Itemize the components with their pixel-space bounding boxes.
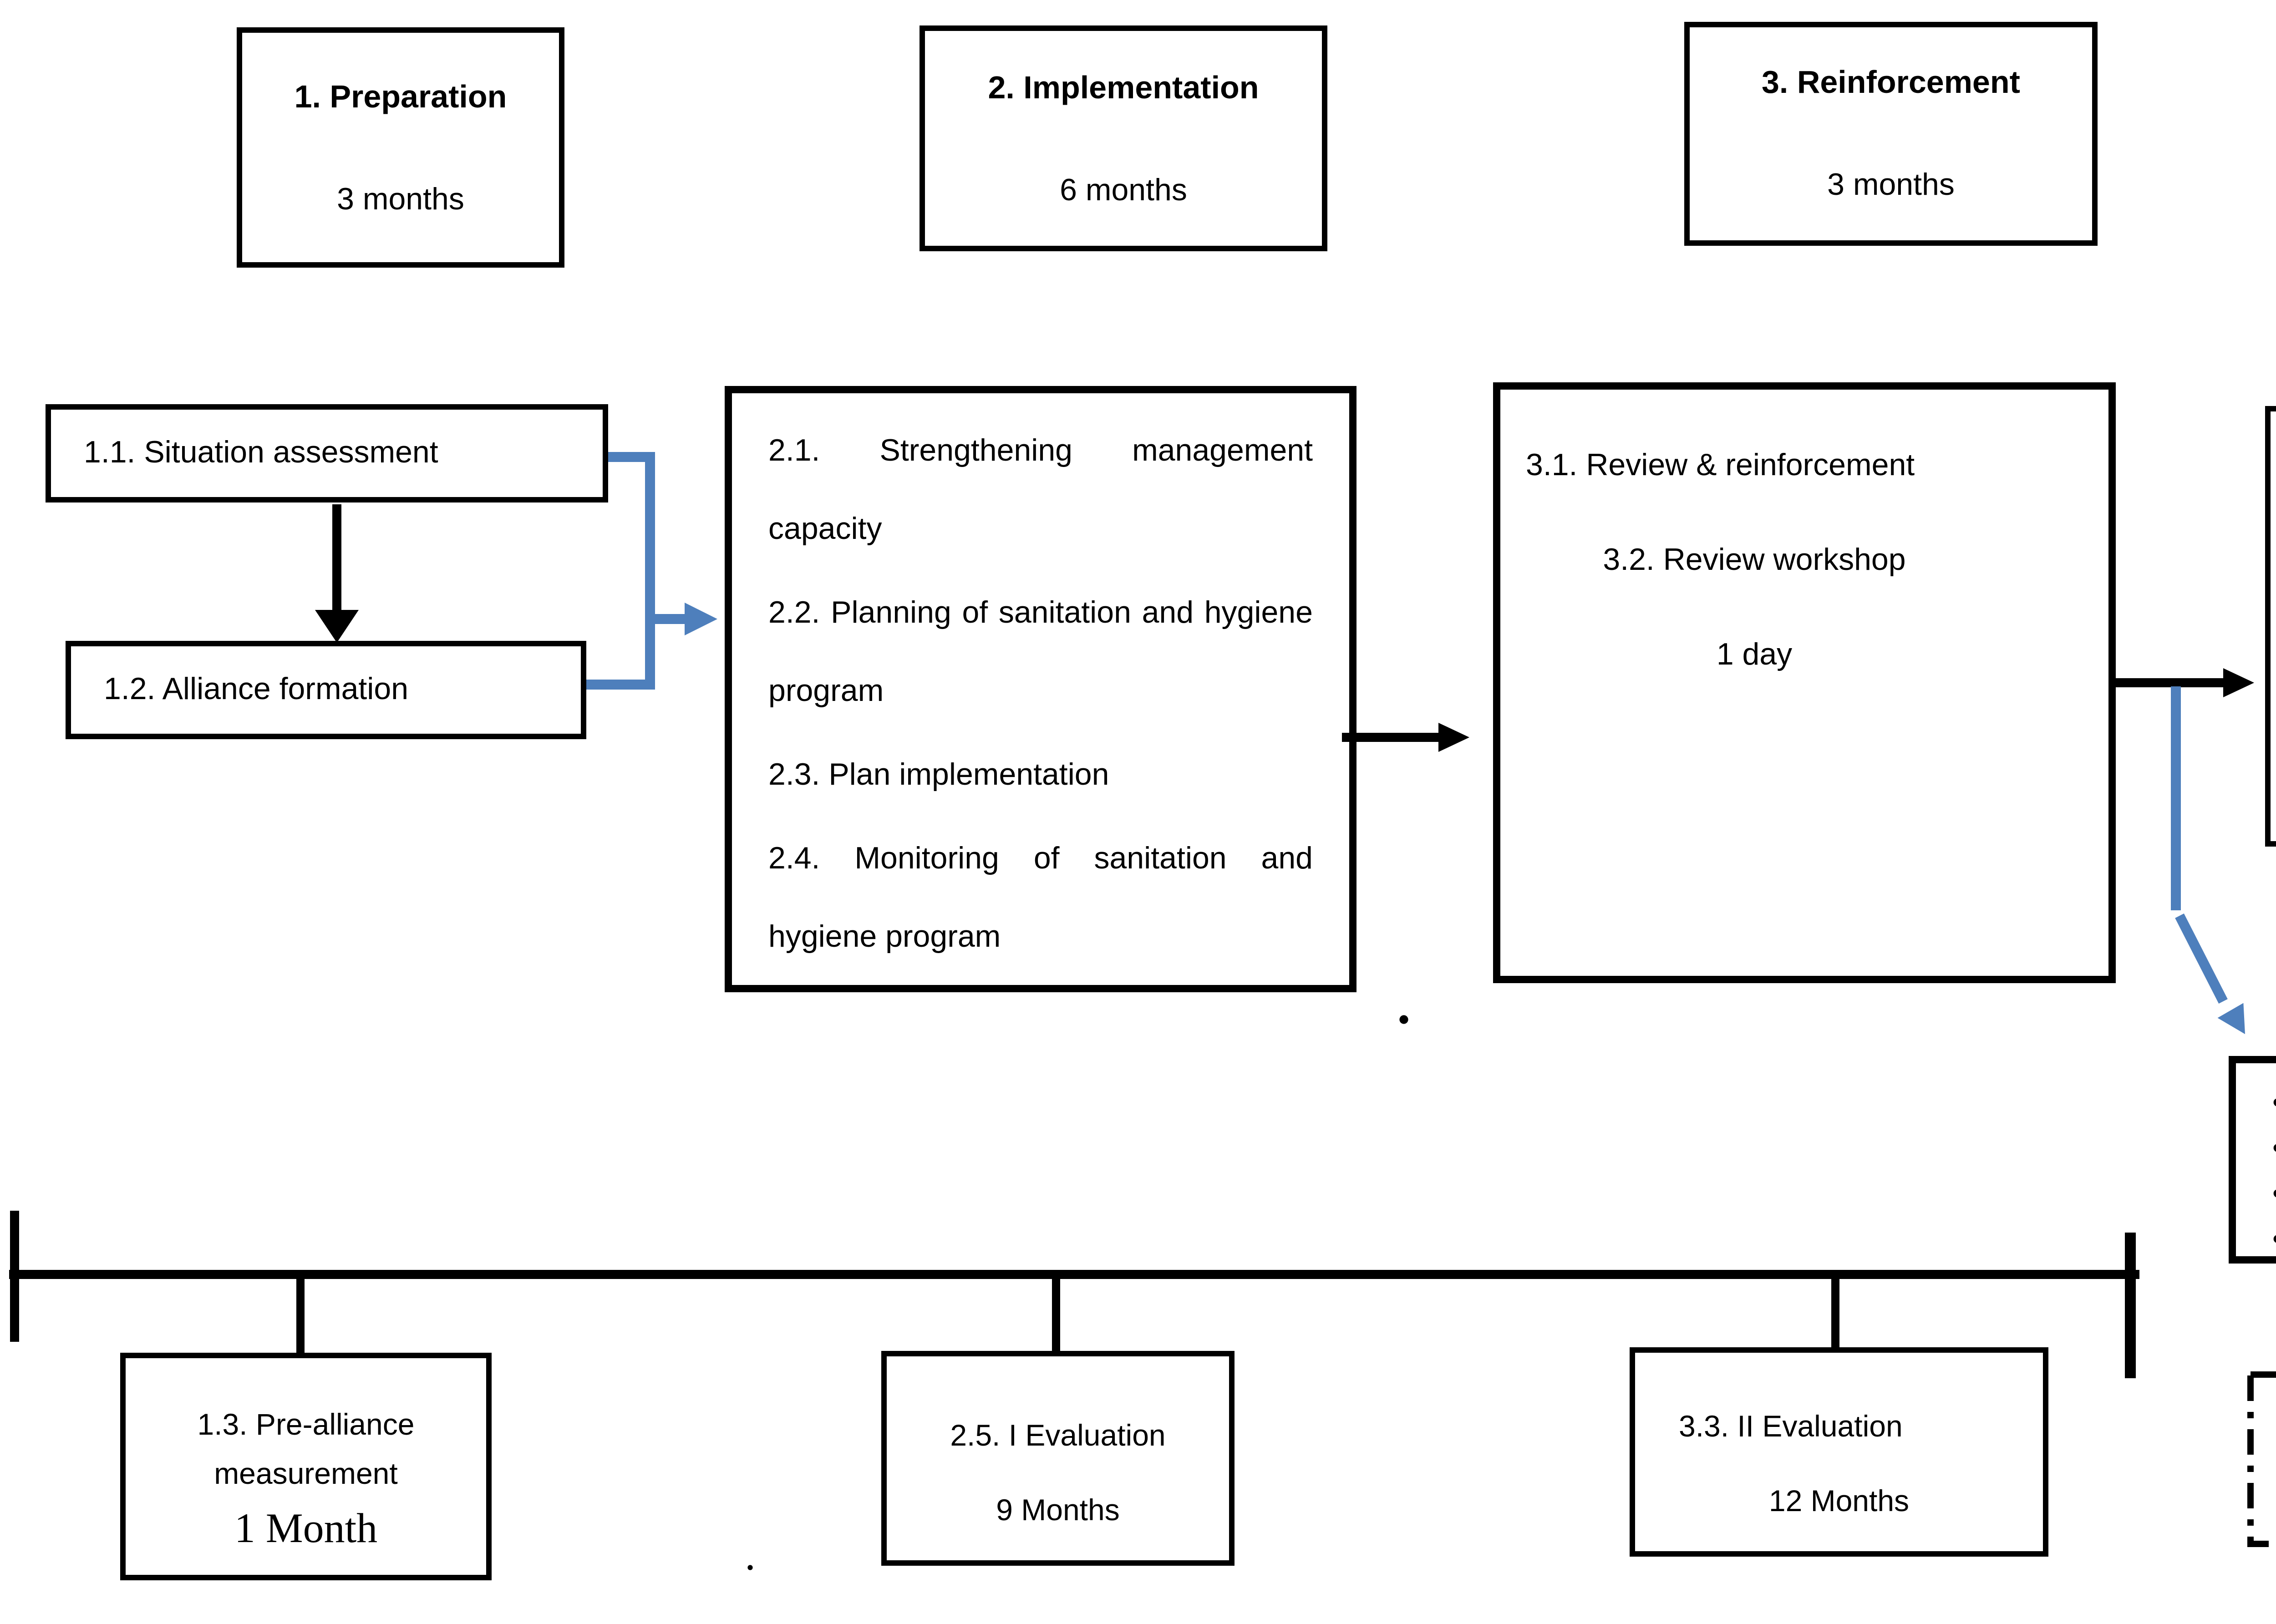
evaluation-label: 2.5. I Evaluation [950, 1420, 1166, 1453]
evaluation-duration: 9 Months [996, 1495, 1120, 1528]
sustainability-factor-item: Institutionalized project [2261, 1218, 2276, 1264]
implementation-item: 2.2. Planning of sanitation and hygiene … [768, 595, 1313, 708]
outcomes-title: Outcomes [2271, 459, 2276, 502]
evaluation-label: 1.3. Pre-alliance [197, 1409, 415, 1442]
phase-title: 3. Reinforcement [1762, 64, 2020, 100]
review-duration-label: 1 day [1716, 637, 1793, 672]
phase-box-reinforcement: 3. Reinforcement 3 months [1684, 22, 2098, 246]
implementation-item: 2.1. Strengthening management capacity [768, 433, 1313, 546]
pre-alliance-measurement-box: 1.3. Pre-alliance measurement 1 Month [120, 1353, 492, 1580]
sustainability-factors-box: Capable alliance Participatory approach … [2229, 1056, 2276, 1264]
evaluation-label: measurement [214, 1458, 398, 1491]
sustainable-project-box: Sustainable project by local organizatio… [2247, 1373, 2276, 1544]
black-arrow-implementation-to-reinforcement-icon [1342, 723, 1469, 752]
review-reinforcement-label: 3.1. Review & reinforcement [1526, 448, 1915, 482]
sustainability-factor-item: Participatory approach [2261, 1127, 2276, 1172]
first-evaluation-box: 2.5. I Evaluation 9 Months [881, 1351, 1235, 1566]
phase-title: 1. Preparation [294, 77, 507, 114]
timeline [9, 1211, 2139, 1378]
implementation-item: 2.3. Plan implementation [768, 757, 1109, 792]
implementation-activities-box: 2.1. Strengthening management capacity 2… [725, 386, 1356, 992]
sustainability-factor-item: Capable alliance [2261, 1081, 2276, 1127]
sustainability-factor-item: Resource mobilization [2261, 1172, 2276, 1218]
evaluation-duration: 1 Month [234, 1506, 378, 1551]
review-workshop-label: 3.2. Review workshop [1603, 543, 1906, 577]
black-arrow-situation-to-alliance-icon [315, 504, 359, 643]
blue-arrow-outcomes-to-sustainability-icon [2171, 686, 2245, 1034]
phase-box-implementation: 2. Implementation 6 months [920, 25, 1327, 251]
stray-dot [747, 1565, 753, 1570]
implementation-item: 2.4. Monitoring of sanitation and hygien… [768, 841, 1313, 954]
phase-duration: 6 months [1060, 172, 1187, 207]
alliance-formation-label: 1.2. Alliance formation [104, 672, 409, 706]
phase-title: 2. Implementation [988, 68, 1259, 105]
black-arrow-reinforcement-to-outcomes-icon [2114, 668, 2254, 697]
situation-assessment-box: 1.1. Situation assessment [46, 404, 608, 502]
phase-duration: 3 months [337, 181, 464, 216]
second-evaluation-box: 3.3. II Evaluation 12 Months [1630, 1347, 2048, 1557]
evaluation-duration: 12 Months [1768, 1486, 1910, 1518]
evaluation-label: 3.3. II Evaluation [1679, 1411, 1903, 1444]
alliance-formation-box: 1.2. Alliance formation [66, 641, 586, 739]
sustainability-factors-list: Capable alliance Participatory approach … [2261, 1081, 2276, 1264]
phase-duration: 3 months [1827, 167, 1955, 202]
blue-connector-preparation-to-implementation-icon [586, 452, 717, 690]
reinforcement-activities-box: 3.1. Review & reinforcement 3.2. Review … [1493, 382, 2116, 983]
outcomes-box: Outcomes Increased access to sanitation … [2265, 406, 2276, 847]
outcomes-list: Increased access to sanitation Improved … [2271, 502, 2276, 765]
phase-box-preparation: 1. Preparation 3 months [237, 27, 564, 268]
stray-dot [1399, 1015, 1408, 1024]
situation-assessment-label: 1.1. Situation assessment [84, 435, 438, 470]
